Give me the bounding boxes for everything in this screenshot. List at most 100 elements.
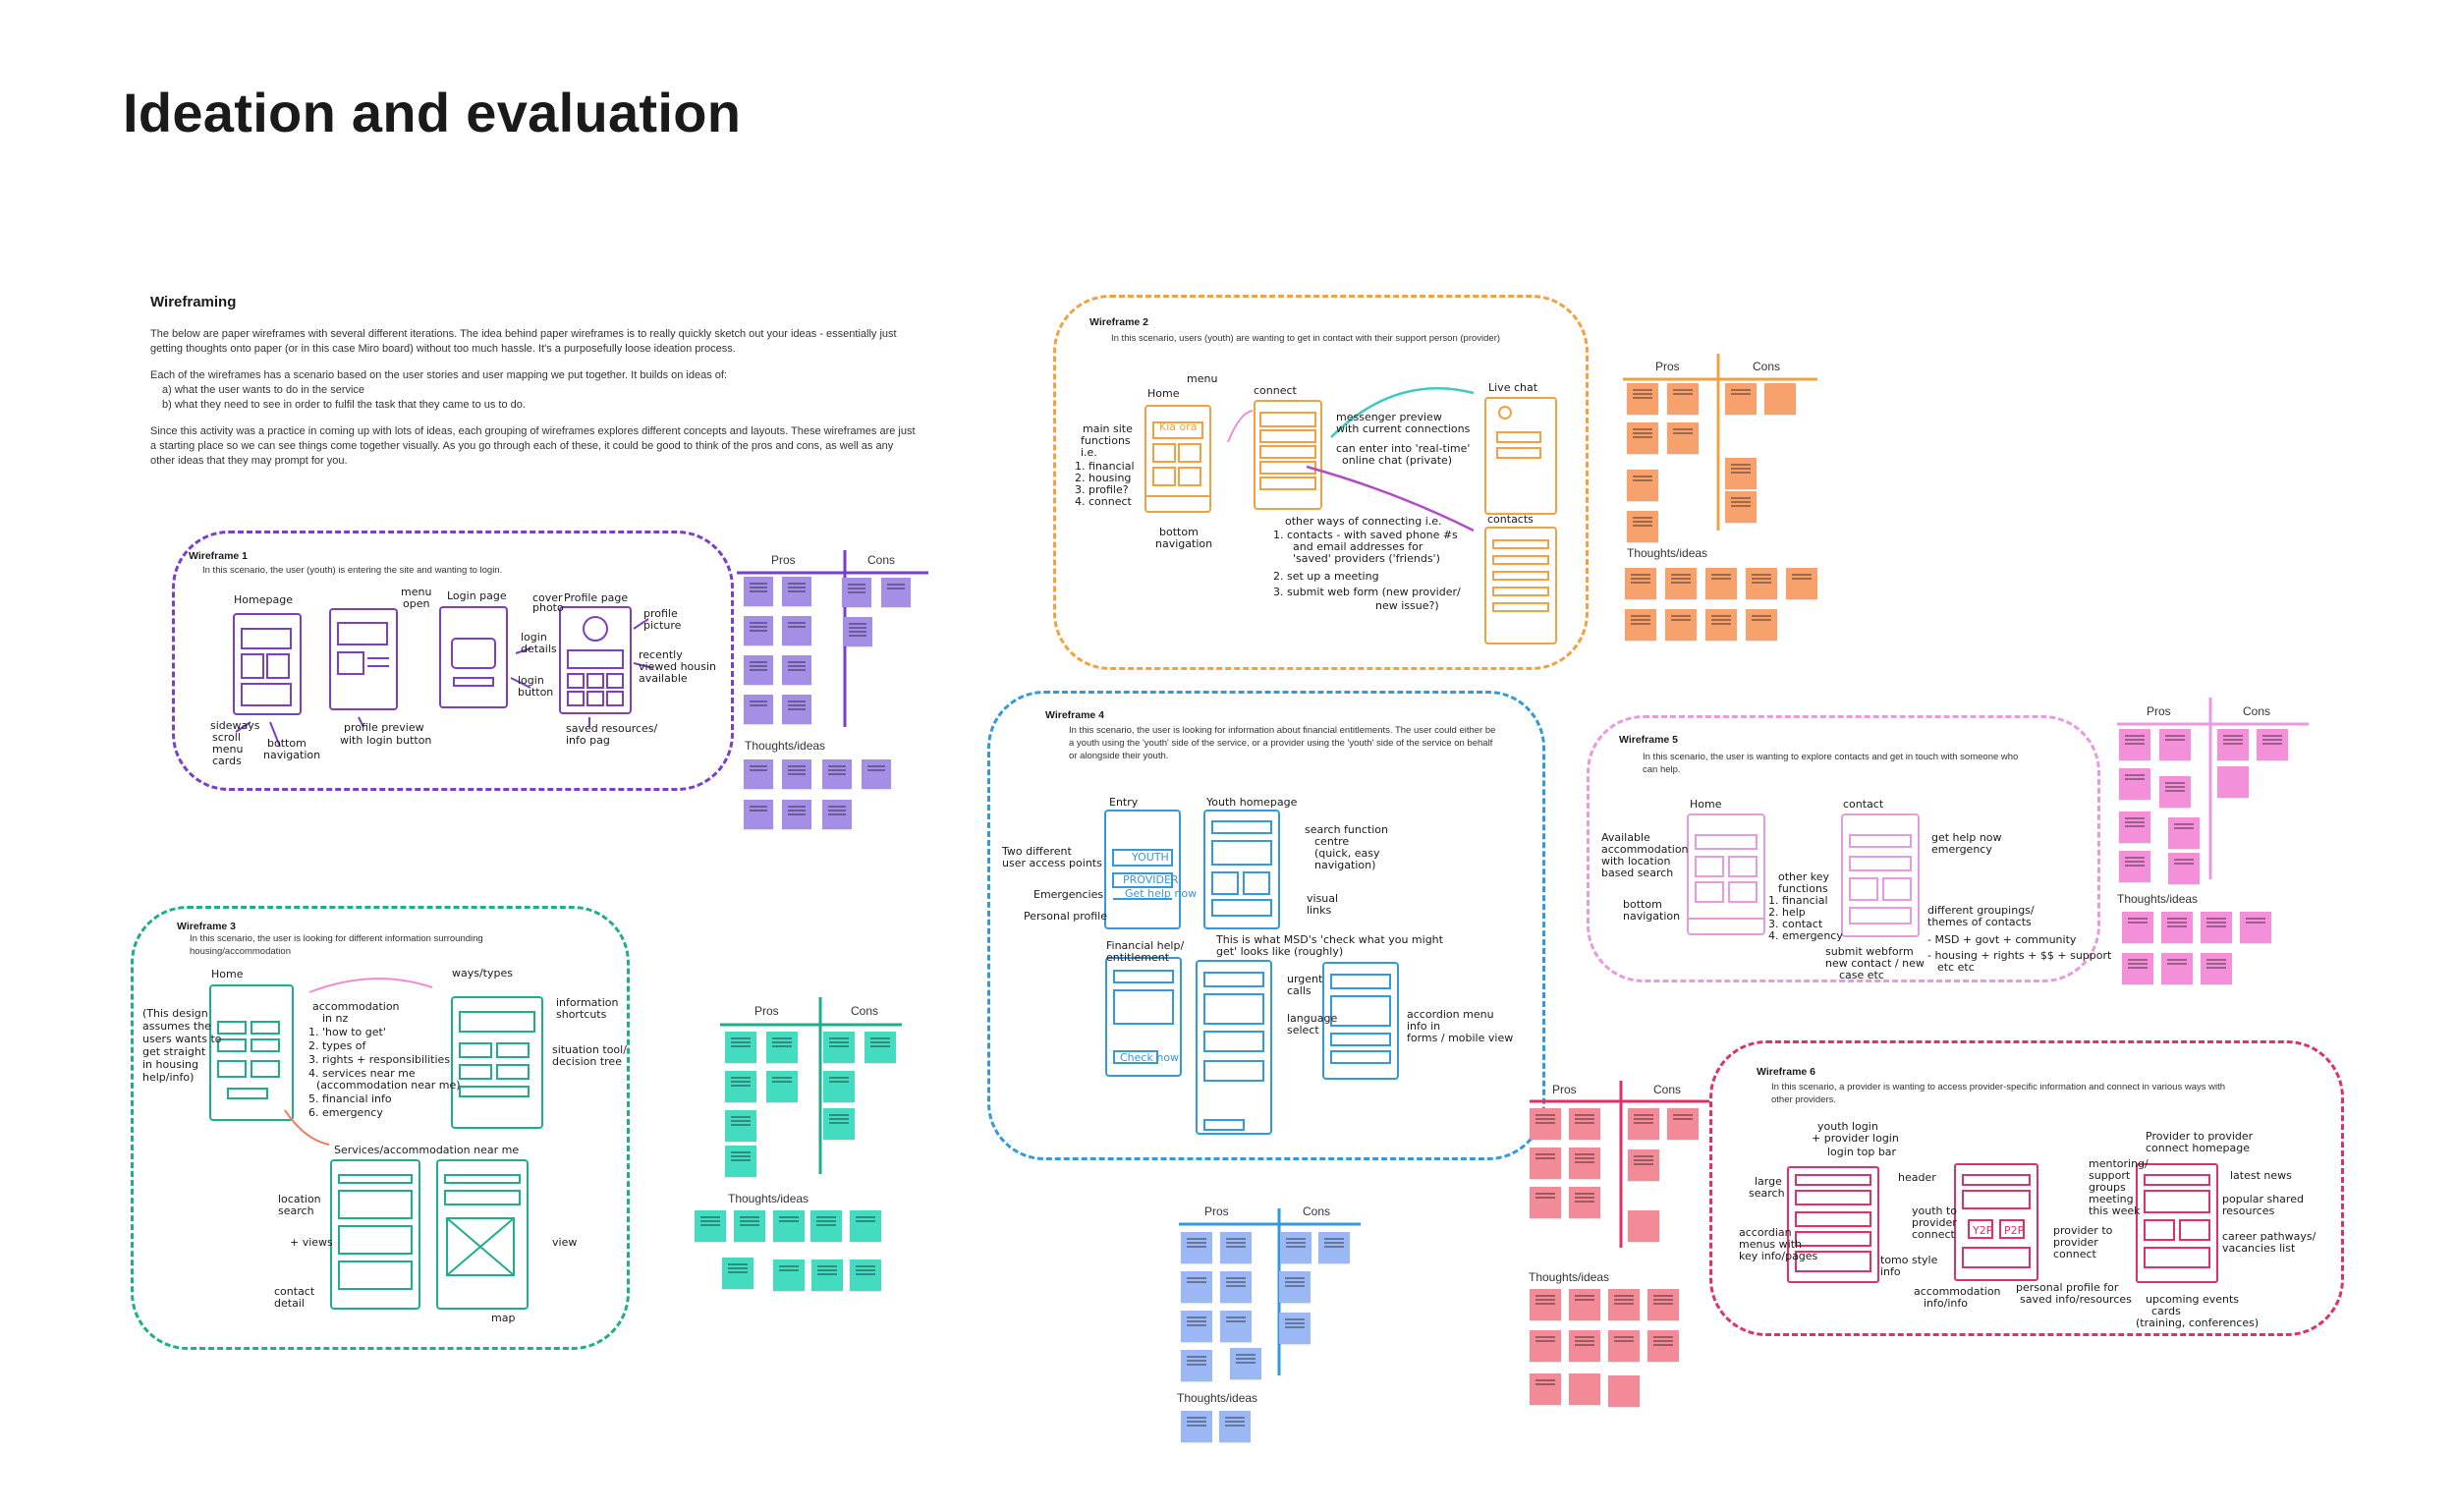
sticky-note[interactable] — [1667, 422, 1699, 454]
sticky-note[interactable] — [1725, 383, 1757, 415]
sticky-note[interactable] — [1220, 1311, 1252, 1342]
sticky-note[interactable] — [1608, 1375, 1640, 1407]
sticky-note[interactable] — [1647, 1289, 1679, 1320]
sticky-note[interactable] — [1181, 1232, 1212, 1263]
wireframe-6-frame[interactable] — [1709, 1040, 2344, 1336]
sticky-note[interactable] — [2159, 776, 2191, 808]
wireframe-3-frame[interactable] — [131, 906, 630, 1350]
sticky-note[interactable] — [1280, 1232, 1312, 1263]
sticky-note[interactable] — [1628, 1149, 1659, 1181]
wireframe-4-frame[interactable] — [987, 691, 1545, 1160]
wireframe-2-frame[interactable] — [1053, 295, 1589, 670]
sticky-note[interactable] — [1628, 1108, 1659, 1140]
sticky-note[interactable] — [1746, 609, 1777, 641]
sticky-note[interactable] — [1219, 1411, 1251, 1442]
sticky-note[interactable] — [842, 578, 871, 607]
sticky-note[interactable] — [1569, 1108, 1600, 1140]
sticky-note[interactable] — [725, 1071, 756, 1102]
sticky-note[interactable] — [1181, 1411, 1212, 1442]
sticky-note[interactable] — [725, 1146, 756, 1177]
sticky-note[interactable] — [2240, 912, 2271, 943]
sticky-note[interactable] — [1569, 1187, 1600, 1218]
sticky-note[interactable] — [744, 800, 773, 829]
sticky-note[interactable] — [2168, 817, 2200, 849]
sticky-note[interactable] — [1625, 609, 1656, 641]
sticky-note[interactable] — [766, 1032, 798, 1063]
sticky-note[interactable] — [782, 695, 811, 724]
sticky-note[interactable] — [1625, 568, 1656, 599]
sticky-note[interactable] — [2161, 912, 2193, 943]
sticky-note[interactable] — [2122, 912, 2153, 943]
wireframe-1-frame[interactable] — [172, 531, 734, 791]
sticky-note[interactable] — [782, 616, 811, 645]
sticky-note[interactable] — [2119, 812, 2150, 843]
sticky-note[interactable] — [865, 1032, 896, 1063]
sticky-note[interactable] — [2257, 729, 2288, 760]
sticky-note[interactable] — [1665, 568, 1697, 599]
sticky-note[interactable] — [744, 695, 773, 724]
sticky-note[interactable] — [782, 655, 811, 685]
sticky-note[interactable] — [1569, 1373, 1600, 1405]
sticky-note[interactable] — [1220, 1271, 1252, 1303]
sticky-note[interactable] — [1569, 1289, 1600, 1320]
sticky-note[interactable] — [1628, 1210, 1659, 1242]
sticky-note[interactable] — [1530, 1373, 1561, 1405]
sticky-note[interactable] — [734, 1210, 765, 1242]
sticky-note[interactable] — [2159, 729, 2191, 760]
sticky-note[interactable] — [811, 1260, 843, 1291]
sticky-note[interactable] — [773, 1210, 805, 1242]
sticky-note[interactable] — [850, 1260, 881, 1291]
sticky-note[interactable] — [1746, 568, 1777, 599]
sticky-note[interactable] — [782, 800, 811, 829]
sticky-note[interactable] — [1530, 1289, 1561, 1320]
sticky-note[interactable] — [1181, 1350, 1212, 1381]
sticky-note[interactable] — [744, 577, 773, 606]
sticky-note[interactable] — [1279, 1271, 1311, 1303]
sticky-note[interactable] — [1647, 1330, 1679, 1362]
sticky-note[interactable] — [1667, 1108, 1699, 1140]
sticky-note[interactable] — [744, 616, 773, 645]
sticky-note[interactable] — [695, 1210, 726, 1242]
sticky-note[interactable] — [2217, 729, 2249, 760]
sticky-note[interactable] — [1627, 470, 1658, 501]
sticky-note[interactable] — [1608, 1330, 1640, 1362]
sticky-note[interactable] — [1705, 609, 1737, 641]
sticky-note[interactable] — [2217, 766, 2249, 798]
sticky-note[interactable] — [1725, 458, 1757, 489]
sticky-note[interactable] — [2168, 853, 2200, 884]
wireframe-5-frame[interactable] — [1587, 715, 2100, 982]
sticky-note[interactable] — [1786, 568, 1817, 599]
sticky-note[interactable] — [822, 800, 852, 829]
sticky-note[interactable] — [782, 759, 811, 789]
sticky-note[interactable] — [1725, 491, 1757, 523]
sticky-note[interactable] — [1279, 1313, 1311, 1344]
sticky-note[interactable] — [1530, 1148, 1561, 1179]
sticky-note[interactable] — [1530, 1187, 1561, 1218]
sticky-note[interactable] — [823, 1108, 855, 1140]
sticky-note[interactable] — [810, 1210, 842, 1242]
sticky-note[interactable] — [2119, 851, 2150, 882]
sticky-note[interactable] — [881, 578, 911, 607]
sticky-note[interactable] — [2161, 953, 2193, 984]
sticky-note[interactable] — [725, 1110, 756, 1142]
sticky-note[interactable] — [850, 1210, 881, 1242]
sticky-note[interactable] — [1667, 383, 1699, 415]
sticky-note[interactable] — [744, 655, 773, 685]
sticky-note[interactable] — [773, 1260, 805, 1291]
sticky-note[interactable] — [843, 617, 872, 646]
sticky-note[interactable] — [725, 1032, 756, 1063]
sticky-note[interactable] — [1627, 422, 1658, 454]
sticky-note[interactable] — [766, 1071, 798, 1102]
sticky-note[interactable] — [2122, 953, 2153, 984]
sticky-note[interactable] — [1220, 1232, 1252, 1263]
sticky-note[interactable] — [1665, 609, 1697, 641]
sticky-note[interactable] — [822, 759, 852, 789]
sticky-note[interactable] — [2119, 768, 2150, 800]
sticky-note[interactable] — [1608, 1289, 1640, 1320]
sticky-note[interactable] — [722, 1258, 754, 1289]
sticky-note[interactable] — [1764, 383, 1796, 415]
sticky-note[interactable] — [1181, 1271, 1212, 1303]
sticky-note[interactable] — [862, 759, 891, 789]
sticky-note[interactable] — [823, 1032, 855, 1063]
sticky-note[interactable] — [2201, 912, 2232, 943]
